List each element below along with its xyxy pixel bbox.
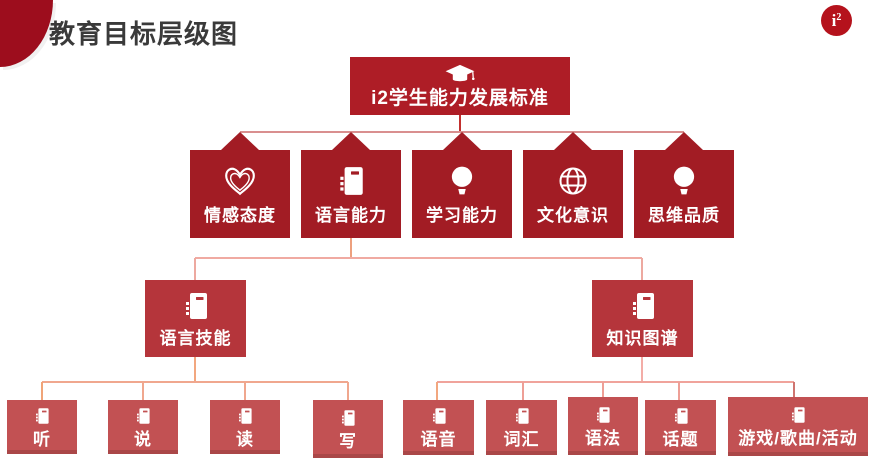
node-knowledge-map: 知识图谱 <box>592 280 693 357</box>
node-reading: 读 <box>210 400 280 454</box>
node-listening: 听 <box>7 400 77 454</box>
node-label: 文化意识 <box>537 205 609 225</box>
connector-line <box>195 257 642 259</box>
arrow-up-pointer <box>332 132 370 150</box>
node-label: 游戏/歌曲/活动 <box>738 429 858 448</box>
connector-line <box>641 258 643 280</box>
connector-line <box>41 382 43 400</box>
node-label: 情感态度 <box>204 205 276 225</box>
node-writing: 写 <box>313 400 383 458</box>
node-language-ability: 语言能力 <box>301 150 401 238</box>
connector-line <box>244 382 246 400</box>
lightbulb-icon <box>667 165 701 197</box>
page-title: 教育目标层级图 <box>49 19 239 49</box>
node-label: 说 <box>134 429 152 449</box>
connector-line <box>194 357 196 382</box>
node-label: 语言能力 <box>315 205 387 225</box>
node-label: 写 <box>339 431 357 451</box>
connector-line <box>522 382 524 400</box>
notebook-icon <box>183 291 209 321</box>
connector-line <box>240 131 684 133</box>
node-grammar: 语法 <box>568 397 638 455</box>
connector-line <box>602 382 604 397</box>
arrow-up-pointer <box>554 132 592 150</box>
node-language-skills: 语言技能 <box>145 280 246 357</box>
arrow-up-pointer <box>443 132 481 150</box>
node-label: 读 <box>236 429 254 449</box>
notebook-icon <box>630 291 656 321</box>
connector-line <box>42 381 348 383</box>
notebook-icon <box>334 165 368 197</box>
connector-line <box>641 357 643 382</box>
node-label: 语音 <box>420 430 457 449</box>
notebook-icon <box>135 407 151 425</box>
connector-line <box>437 381 794 383</box>
arrow-up-pointer <box>221 132 259 150</box>
notebook-icon <box>514 407 530 425</box>
node-label: 学习能力 <box>426 205 498 225</box>
node-topics: 话题 <box>645 400 716 455</box>
node-label: 词汇 <box>503 430 540 449</box>
notebook-icon <box>340 409 356 427</box>
notebook-icon <box>34 407 50 425</box>
node-label: 语法 <box>585 428 621 448</box>
node-phonetics: 语音 <box>403 400 474 455</box>
heart-icon <box>223 165 257 197</box>
connector-line <box>678 382 680 400</box>
node-emotional-attitude: 情感态度 <box>190 150 290 238</box>
corner-decoration <box>0 0 53 67</box>
node-vocabulary: 词汇 <box>486 400 557 455</box>
connector-line <box>436 382 438 400</box>
connector-line <box>459 115 461 132</box>
logo-sup: 2 <box>836 11 842 23</box>
node-label: 听 <box>33 429 51 449</box>
node-student-ability-standard: i2学生能力发展标准 <box>350 57 570 115</box>
node-label: 思维品质 <box>648 205 720 225</box>
node-label: i2学生能力发展标准 <box>371 88 549 109</box>
notebook-icon <box>790 406 806 424</box>
node-label: 知识图谱 <box>606 328 679 348</box>
notebook-icon <box>431 407 447 425</box>
lightbulb-icon <box>445 165 479 197</box>
connector-line <box>793 382 795 397</box>
notebook-icon <box>673 407 689 425</box>
node-label: 语言技能 <box>159 328 232 348</box>
connector-line <box>350 238 352 258</box>
connector-line <box>347 382 349 400</box>
notebook-icon <box>237 407 253 425</box>
globe-icon <box>556 165 590 197</box>
notebook-icon <box>595 406 611 424</box>
node-speaking: 说 <box>108 400 178 454</box>
connector-line <box>194 258 196 280</box>
logo-text: i <box>831 10 837 30</box>
node-label: 话题 <box>662 430 699 449</box>
connector-line <box>142 382 144 400</box>
node-learning-ability: 学习能力 <box>412 150 512 238</box>
node-cultural-awareness: 文化意识 <box>523 150 623 238</box>
node-thinking-quality: 思维品质 <box>634 150 734 238</box>
graduation-cap-icon <box>444 64 476 85</box>
node-games-songs-activities: 游戏/歌曲/活动 <box>728 397 868 456</box>
arrow-up-pointer <box>665 132 703 150</box>
